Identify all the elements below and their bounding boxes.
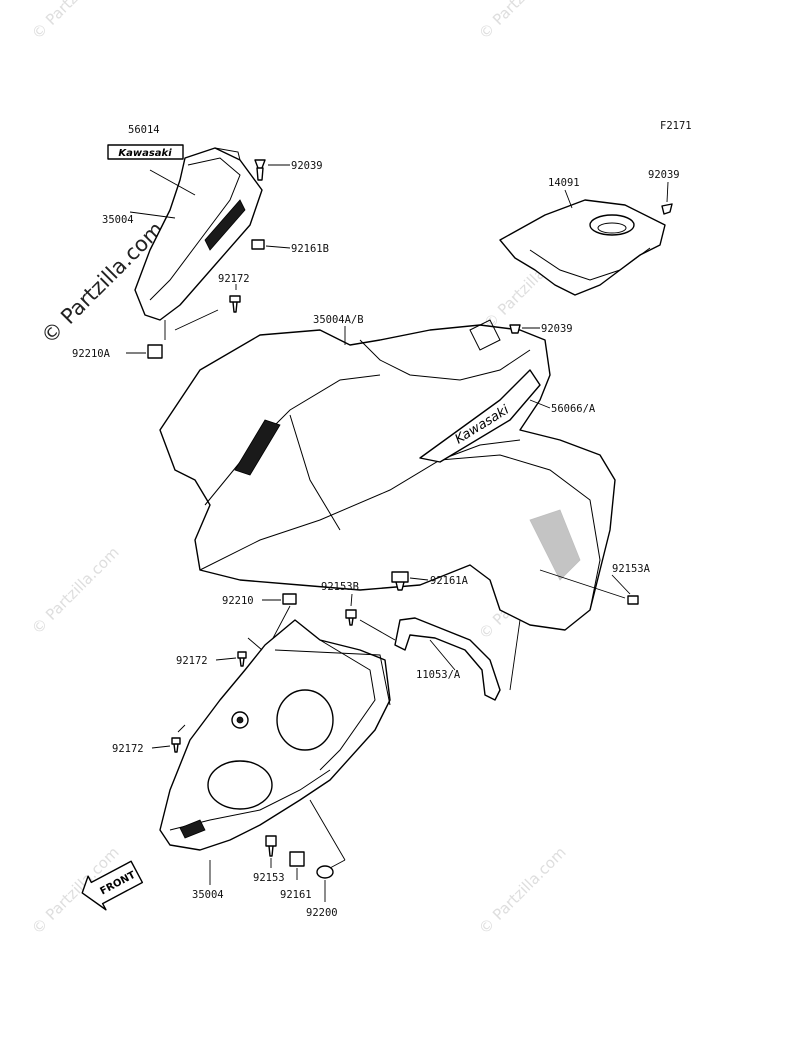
inner-fender-slot	[179, 819, 206, 839]
label-92153B: 92153B	[321, 581, 359, 593]
label-92161: 92161	[280, 889, 312, 901]
cover-stripe	[204, 199, 246, 251]
leader	[611, 574, 631, 595]
leader	[509, 619, 521, 691]
nut-92210A	[147, 344, 163, 359]
inner-fender-hole-center	[236, 716, 244, 724]
label-92039: 92039	[291, 160, 323, 172]
fender-right-edge	[439, 454, 601, 611]
leader	[564, 189, 573, 209]
figure-code: F2171	[660, 120, 692, 132]
label-92172: 92172	[176, 655, 208, 667]
label-92172: 92172	[218, 273, 250, 285]
leader	[271, 605, 291, 641]
label-92039: 92039	[648, 169, 680, 181]
bolt-92153B	[345, 609, 357, 626]
leader	[529, 399, 551, 409]
fender-top-edge	[359, 339, 531, 381]
label-11053A: 11053/A	[416, 669, 461, 681]
bracket-small	[469, 319, 501, 351]
inner-fender-dome2	[207, 760, 273, 810]
decal-56014-shape	[107, 144, 184, 160]
cover-14091-inner	[597, 222, 627, 234]
fender-vent	[234, 419, 281, 476]
leader-35004	[129, 211, 176, 219]
leader	[429, 639, 456, 671]
decal-text: Kawasaki	[118, 148, 172, 159]
leader	[151, 745, 171, 749]
label-92153A: 92153A	[612, 563, 651, 575]
clip-92161B	[251, 239, 265, 250]
label-92161B: 92161B	[291, 243, 329, 255]
label-35004: 35004	[192, 889, 224, 901]
grommet-92161A	[391, 571, 409, 591]
label-92200: 92200	[306, 907, 338, 919]
leader	[174, 309, 219, 331]
label-56066A: 56066/A	[551, 403, 596, 415]
label-92153: 92153	[253, 872, 285, 884]
grommet-92161	[289, 851, 305, 867]
fender-body	[159, 324, 616, 631]
label-92172: 92172	[112, 743, 144, 755]
leader	[265, 245, 291, 249]
clip-92039-b	[661, 203, 673, 215]
leader	[247, 637, 263, 651]
part-35004-inner-fender	[151, 619, 391, 902]
clip-92039-a	[254, 159, 266, 181]
part-35004-front-cover: Kawasaki	[107, 144, 263, 321]
leader	[309, 799, 346, 861]
label-56014: 56014	[128, 124, 160, 136]
watermark: © Partzilla.com	[475, 0, 570, 43]
part-11053A-bracket	[262, 569, 639, 701]
cover-edge	[149, 157, 241, 301]
screw-92172-low	[171, 737, 181, 753]
fender-crease	[199, 439, 521, 571]
part-labels: 56014 92039 35004 92161B 92172 92210A 14…	[72, 124, 680, 919]
part-14091-cover	[499, 181, 673, 296]
leader	[329, 859, 346, 869]
inner-fender-rail	[274, 649, 391, 706]
label-35004: 35004	[102, 214, 134, 226]
washer-92200	[316, 865, 334, 879]
leader-56014	[149, 169, 196, 196]
nut-92210	[282, 593, 297, 605]
cover-14091-edge	[529, 247, 651, 281]
leader	[666, 181, 669, 203]
part-35004AB-fender: Kawasaki	[159, 319, 616, 631]
fender-contour2	[289, 414, 341, 531]
graphic-56066A	[419, 369, 541, 463]
inner-fender-rail2	[319, 639, 376, 771]
front-arrow-shape	[81, 860, 144, 911]
watermark: © Partzilla.com	[475, 843, 570, 938]
leader	[359, 619, 396, 641]
screw-92172-top	[229, 295, 241, 313]
leader	[350, 593, 353, 607]
label-14091: 14091	[548, 177, 580, 189]
fender-contour	[204, 374, 381, 506]
watermark: © Partzilla.com	[28, 0, 123, 43]
clip-92039-c	[509, 324, 521, 334]
label-35004AB: 35004A/B	[313, 314, 364, 326]
label-92161A: 92161A	[430, 575, 469, 587]
leader	[539, 569, 626, 599]
leader	[215, 657, 237, 661]
label-92210A: 92210A	[72, 348, 111, 360]
label-92210: 92210	[222, 595, 254, 607]
leader	[409, 577, 429, 581]
inner-fender-dome	[276, 689, 334, 751]
label-92039: 92039	[541, 323, 573, 335]
bracket-body	[394, 617, 501, 701]
watermark: © Partzilla.com	[28, 543, 123, 638]
screw-92172-mid	[237, 651, 247, 667]
fasteners-top-left	[126, 159, 291, 359]
bolt-92153	[265, 835, 277, 857]
leader	[177, 724, 186, 733]
bolt-92153A	[627, 595, 639, 605]
cover-14091-opening	[589, 214, 635, 236]
cover-tab	[214, 147, 241, 161]
fender-inner-shadow	[529, 509, 581, 581]
